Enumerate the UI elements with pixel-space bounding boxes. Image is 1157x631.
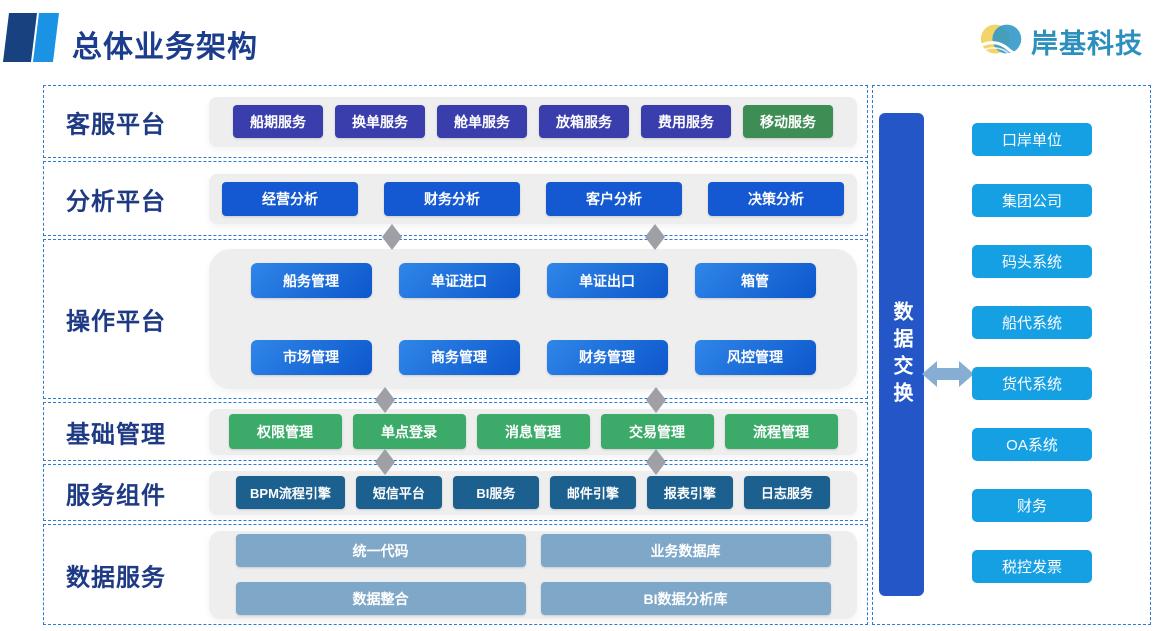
company-logo-icon	[977, 14, 1027, 69]
node-button: 决策分析	[708, 181, 844, 216]
node-button: 换单服务	[335, 105, 425, 138]
page-title: 总体业务架构	[72, 31, 258, 64]
row-label: 服务组件	[66, 482, 166, 509]
node-button: 财务分析	[384, 181, 520, 216]
node-button: 单证出口	[546, 263, 668, 299]
node-button: 船务管理	[250, 263, 372, 299]
node-button: 客户分析	[546, 181, 682, 216]
diamond-connector-icon	[646, 387, 666, 413]
external-system-node: 税控发票	[972, 550, 1092, 583]
node-button: 消息管理	[476, 414, 590, 449]
button-tray: BPM流程引擎 短信平台 BI服务 邮件引擎 报表引擎 日志服务	[209, 470, 857, 515]
node-button: 日志服务	[743, 476, 830, 509]
external-system-node: 码头系统	[972, 245, 1092, 278]
data-exchange-label: 数据交换	[890, 300, 912, 409]
button-tray: 船务管理 单证进口 单证出口 箱管 市场管理 商务管理 财务管理 风控管理	[209, 249, 857, 389]
row-label: 操作平台	[66, 308, 166, 336]
node-button: 统一代码	[235, 534, 526, 567]
node-button: 舱单服务	[437, 105, 527, 138]
data-exchange-bar: 数据交换	[879, 113, 924, 596]
row-label: 分析平台	[66, 188, 166, 215]
double-headed-arrow-icon	[922, 357, 974, 396]
button-tray: 统一代码 业务数据库 数据整合 BI数据分析库	[209, 530, 857, 619]
node-button: BPM流程引擎	[236, 476, 345, 509]
node-button: 流程管理	[724, 414, 838, 449]
row-label: 基础管理	[66, 421, 166, 448]
node-button: 邮件引擎	[549, 476, 636, 509]
node-button: 单证进口	[398, 263, 520, 299]
button-tray: 经营分析 财务分析 客户分析 决策分析	[209, 173, 857, 224]
architecture-rows: 客服平台 船期服务 换单服务 舱单服务 放箱服务 费用服务 移动服务 分析平台 …	[43, 85, 868, 625]
external-system-node: OA系统	[972, 428, 1092, 461]
node-button: 数据整合	[235, 582, 526, 615]
node-button: 经营分析	[222, 181, 358, 216]
node-button: BI数据分析库	[540, 582, 831, 615]
node-button: 业务数据库	[540, 534, 831, 567]
diamond-connector-icon	[382, 224, 402, 250]
row-service-components: 服务组件 BPM流程引擎 短信平台 BI服务 邮件引擎 报表引擎 日志服务	[43, 464, 868, 521]
external-system-node: 财务	[972, 489, 1092, 522]
company-logo: 岸基科技	[977, 14, 1143, 69]
diamond-connector-icon	[646, 449, 666, 475]
row-foundation-management: 基础管理 权限管理 单点登录 消息管理 交易管理 流程管理	[43, 402, 868, 461]
external-systems-list: 口岸单位 集团公司 码头系统 船代系统 货代系统 OA系统 财务 税控发票	[972, 123, 1092, 583]
node-button: BI服务	[452, 476, 539, 509]
button-tray: 权限管理 单点登录 消息管理 交易管理 流程管理	[209, 408, 857, 455]
button-tray: 船期服务 换单服务 舱单服务 放箱服务 费用服务 移动服务	[209, 96, 857, 147]
row-analysis-platform: 分析平台 经营分析 财务分析 客户分析 决策分析	[43, 161, 868, 236]
node-button: 放箱服务	[539, 105, 629, 138]
diamond-connector-icon	[375, 387, 395, 413]
row-customer-service-platform: 客服平台 船期服务 换单服务 舱单服务 放箱服务 费用服务 移动服务	[43, 85, 868, 158]
node-button: 风控管理	[694, 339, 816, 375]
title-accent-dark-bar	[2, 13, 38, 62]
node-button: 权限管理	[228, 414, 342, 449]
diamond-connector-icon	[645, 224, 665, 250]
node-button: 单点登录	[352, 414, 466, 449]
node-button: 财务管理	[546, 339, 668, 375]
node-button: 市场管理	[250, 339, 372, 375]
company-logo-text: 岸基科技	[1031, 29, 1143, 59]
node-button-mobile-service: 移动服务	[743, 105, 833, 138]
external-system-node: 货代系统	[972, 367, 1092, 400]
row-label: 数据服务	[66, 564, 166, 591]
title-accent-light-bar	[32, 13, 60, 62]
diamond-connector-icon	[375, 449, 395, 475]
node-button: 商务管理	[398, 339, 520, 375]
row-label: 客服平台	[66, 111, 166, 138]
row-operation-platform: 操作平台 船务管理 单证进口 单证出口 箱管 市场管理 商务管理 财务管理 风控…	[43, 239, 868, 399]
node-button: 报表引擎	[646, 476, 733, 509]
external-system-node: 口岸单位	[972, 123, 1092, 156]
node-button: 短信平台	[355, 476, 442, 509]
row-data-services: 数据服务 统一代码 业务数据库 数据整合 BI数据分析库	[43, 524, 868, 625]
data-exchange-panel: 数据交换 口岸单位 集团公司 码头系统 船代系统 货代系统 OA系统 财务 税控…	[872, 85, 1151, 625]
external-system-node: 船代系统	[972, 306, 1092, 339]
node-button: 箱管	[694, 263, 816, 299]
external-system-node: 集团公司	[972, 184, 1092, 217]
header: 总体业务架构 岸基科技	[0, 0, 1157, 80]
node-button: 交易管理	[600, 414, 714, 449]
node-button: 船期服务	[233, 105, 323, 138]
node-button: 费用服务	[641, 105, 731, 138]
